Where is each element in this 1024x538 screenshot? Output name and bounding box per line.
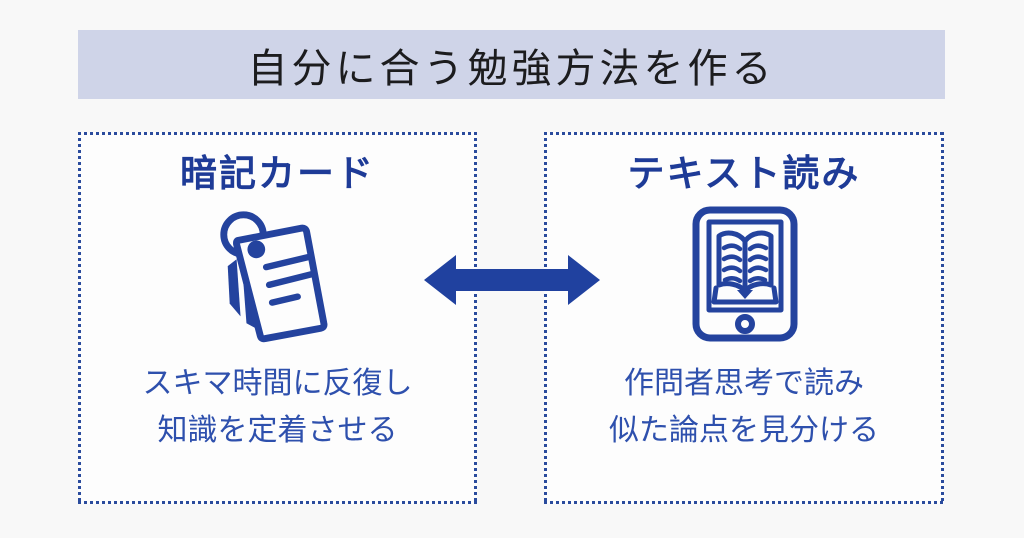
card-text-reading-heading: テキスト読み (627, 153, 861, 194)
flashcards-ring-icon (208, 205, 348, 343)
description-line: スキマ時間に反復し (142, 367, 413, 400)
description-line: 作問者思考で読み (624, 367, 864, 400)
card-flashcards-heading: 暗記カード (180, 153, 375, 194)
card-flashcards-description: スキマ時間に反復し 知識を定着させる (143, 360, 413, 454)
page-title: 自分に合う勉強方法を作る (247, 46, 776, 91)
card-flashcards: 暗記カード スキマ時間に反復し 知識を定着させる (78, 132, 477, 504)
description-line: 似た論点を見分ける (609, 414, 879, 447)
description-line: 知識を定着させる (157, 414, 398, 447)
tablet-book-icon (689, 205, 799, 343)
card-text-reading: テキスト読み (544, 132, 944, 504)
double-headed-arrow-icon (422, 252, 602, 308)
card-text-reading-description: 作問者思考で読み 似た論点を見分ける (609, 360, 879, 454)
title-banner: 自分に合う勉強方法を作る (78, 30, 945, 99)
